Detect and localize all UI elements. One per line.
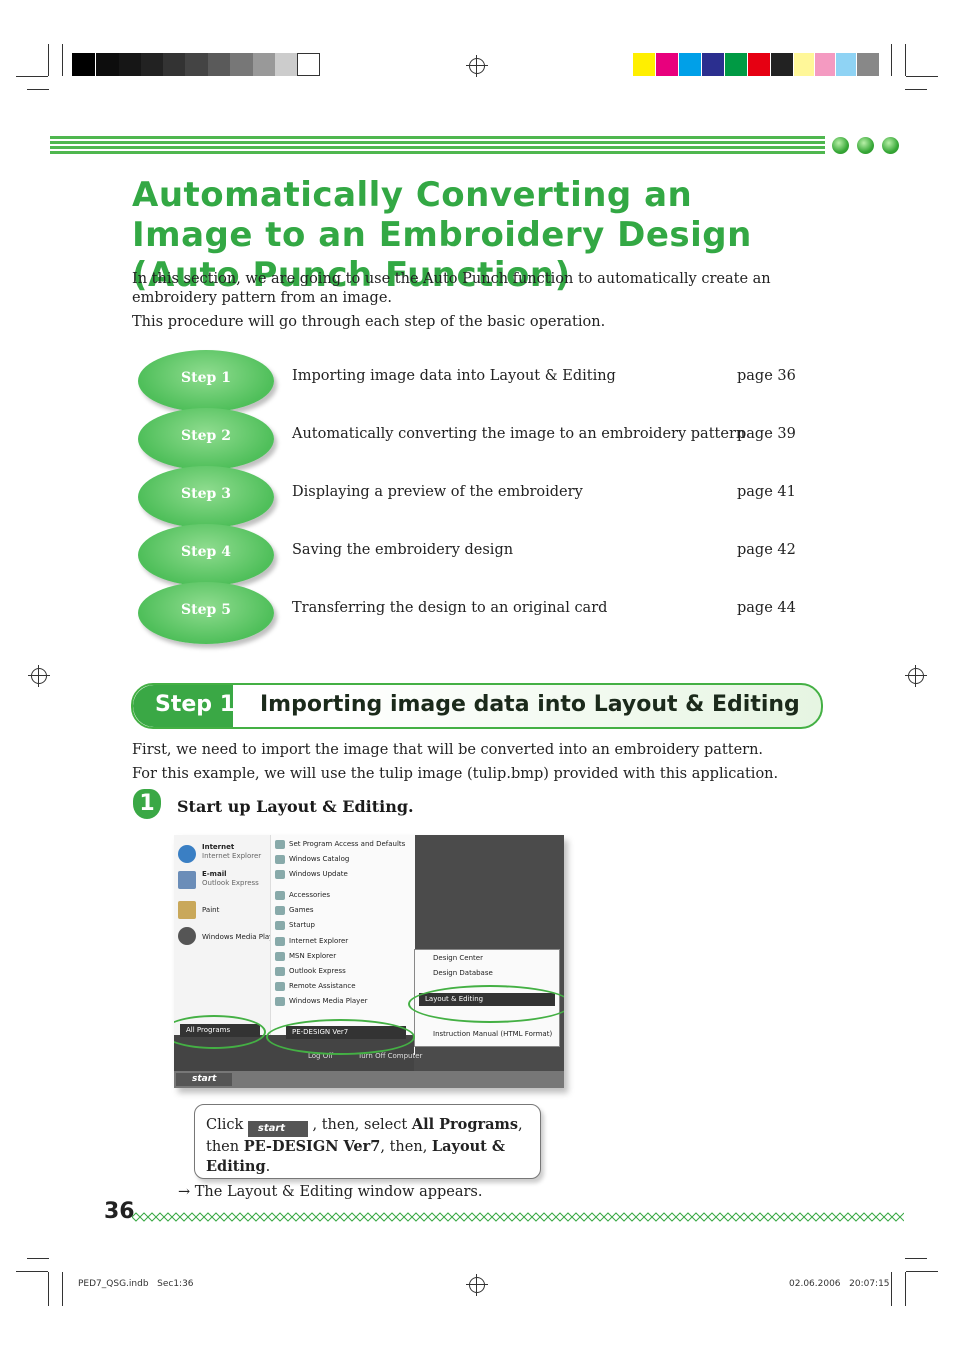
step-description: Saving the embroidery design	[292, 542, 514, 558]
highlight-ring	[174, 1015, 266, 1049]
registration-mark	[466, 1274, 488, 1296]
crop-mark	[891, 44, 892, 76]
internet-explorer-icon	[178, 845, 196, 863]
step-description: Automatically converting the image to an…	[292, 426, 746, 442]
crop-mark	[905, 89, 927, 90]
section-line: First, we need to import the image that …	[132, 742, 764, 758]
footer-file-info: PED7_QSG.indb Sec1:36	[78, 1279, 194, 1289]
menu-item[interactable]: Design Database	[433, 969, 493, 977]
taskbar	[174, 1071, 564, 1088]
menu-item[interactable]: Accessories	[289, 891, 331, 899]
crop-mark	[891, 1272, 892, 1306]
crop-mark	[905, 1258, 927, 1259]
crop-mark	[27, 89, 49, 90]
page-number: 36	[104, 1199, 135, 1224]
menu-item-email[interactable]: E-mail	[202, 870, 227, 878]
intro-line: In this section, we are going to use the…	[132, 271, 771, 306]
menu-item-media-player[interactable]: Windows Media Player	[202, 933, 281, 941]
section-heading: Importing image data into Layout & Editi…	[260, 692, 800, 717]
menu-item-internet[interactable]: Internet	[202, 843, 235, 851]
step-page: page 36	[737, 368, 796, 384]
crop-mark	[62, 1272, 63, 1306]
step-badge: Step 1	[138, 350, 274, 412]
log-off-button[interactable]: Log Off	[308, 1052, 334, 1060]
instruction-heading: Start up Layout & Editing.	[177, 797, 414, 816]
turn-off-button[interactable]: Turn Off Computer	[358, 1052, 423, 1060]
result-text: → The Layout & Editing window appears.	[178, 1184, 483, 1200]
section-step-label: Step 1:	[155, 692, 244, 717]
footer-timestamp: 02.06.2006 20:07:15	[789, 1279, 890, 1289]
section-pill	[133, 685, 233, 727]
step-page: page 44	[737, 600, 796, 616]
crop-mark	[16, 1271, 48, 1272]
highlight-ring	[266, 1019, 415, 1055]
menu-item[interactable]: Windows Media Player	[289, 997, 368, 1005]
crop-mark	[906, 76, 938, 77]
footer-zigzag	[132, 1212, 904, 1222]
crop-mark	[16, 76, 48, 77]
instruction-callout: Click start , then, select All Programs,…	[194, 1104, 541, 1179]
crop-mark	[48, 44, 49, 76]
intro-line: This procedure will go through each step…	[132, 314, 606, 330]
menu-item[interactable]: Windows Catalog	[289, 855, 350, 863]
section-heading-bar: Step 1: Importing image data into Layout…	[131, 683, 823, 729]
step-page: page 42	[737, 542, 796, 558]
crop-mark	[48, 1272, 49, 1306]
menu-item[interactable]: Outlook Express	[289, 967, 346, 975]
section-line: For this example, we will use the tulip …	[132, 766, 779, 782]
menu-item-sub: Outlook Express	[202, 879, 259, 887]
start-menu-pinned: Internet Internet Explorer E-mail Outloo…	[174, 835, 281, 1035]
menu-item[interactable]: Design Center	[433, 954, 483, 962]
crop-mark	[27, 1258, 49, 1259]
email-icon	[178, 871, 196, 889]
step-badge: Step 2	[138, 408, 274, 470]
media-player-icon	[178, 927, 196, 945]
menu-item-paint[interactable]: Paint	[202, 906, 220, 914]
instruction-number: 1	[133, 789, 161, 819]
step-page: page 41	[737, 484, 796, 500]
menu-item[interactable]: Instruction Manual (HTML Format)	[433, 1030, 553, 1038]
menu-item-sub: Internet Explorer	[202, 852, 262, 860]
paint-icon	[178, 901, 196, 919]
crop-mark	[905, 44, 906, 76]
crop-mark	[905, 1272, 906, 1306]
menu-item[interactable]: Remote Assistance	[289, 982, 356, 990]
step-badge: Step 4	[138, 524, 274, 586]
highlight-ring	[408, 985, 564, 1023]
step-description: Displaying a preview of the embroidery	[292, 484, 583, 500]
callout-text: Click start , then, select All Programs,…	[206, 1116, 523, 1175]
start-button[interactable]: start	[176, 1073, 232, 1086]
step-badge: Step 3	[138, 466, 274, 528]
crop-mark	[62, 44, 63, 76]
menu-item[interactable]: Windows Update	[289, 870, 348, 878]
page-title: Automatically Converting an Image to an …	[132, 175, 752, 295]
step-description: Importing image data into Layout & Editi…	[292, 368, 616, 384]
all-programs-menu: Set Program Access and Defaults Windows …	[270, 835, 415, 1055]
registration-mark	[466, 55, 488, 77]
intro-paragraph: In this section, we are going to use the…	[132, 270, 822, 332]
step-badge: Step 5	[138, 582, 274, 644]
section-paragraph: First, we need to import the image that …	[132, 741, 832, 784]
step-description: Transferring the design to an original c…	[292, 600, 608, 616]
menu-item[interactable]: Games	[289, 906, 314, 914]
menu-item[interactable]: Set Program Access and Defaults	[289, 840, 406, 848]
registration-mark	[905, 665, 927, 687]
menu-item[interactable]: Startup	[289, 921, 315, 929]
registration-mark	[28, 665, 50, 687]
start-menu-screenshot: Internet Internet Explorer E-mail Outloo…	[174, 835, 564, 1088]
menu-item[interactable]: MSN Explorer	[289, 952, 337, 960]
start-button-chip: start	[247, 1121, 308, 1137]
step-page: page 39	[737, 426, 796, 442]
menu-item[interactable]: Internet Explorer	[289, 937, 349, 945]
crop-mark	[906, 1271, 938, 1272]
